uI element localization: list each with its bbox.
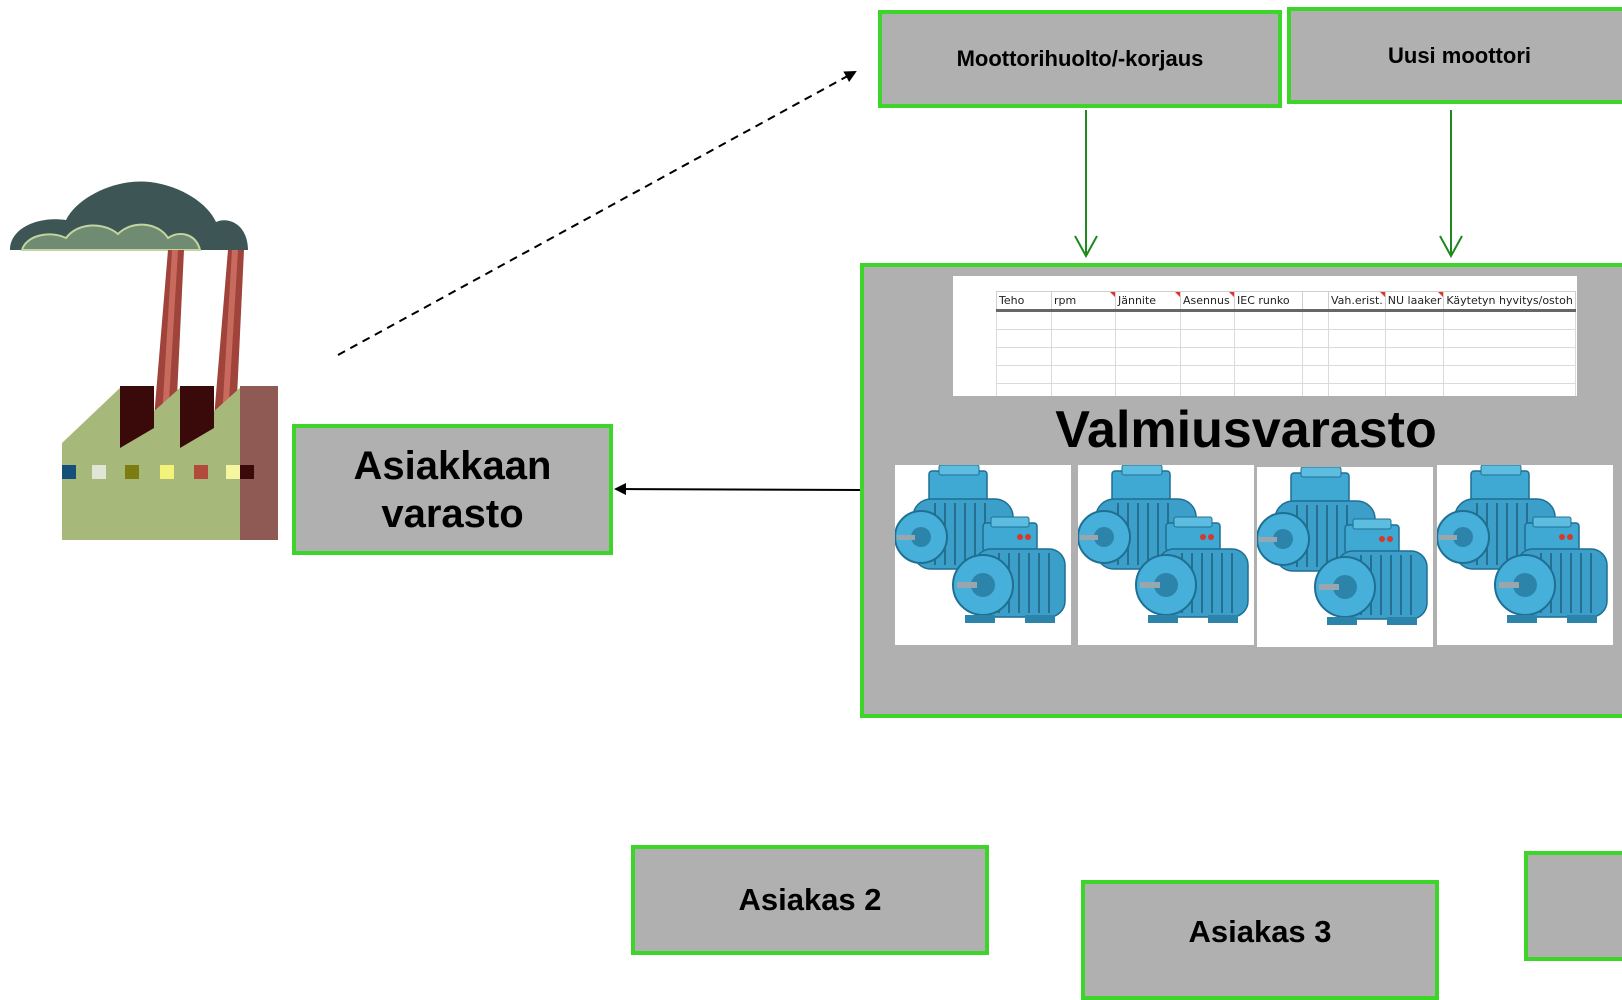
new-motor-box: Uusi moottori <box>1287 7 1622 104</box>
ready-store-box: Teho rpm Jännite Asennus IEC runko Vah.e… <box>860 263 1622 718</box>
sheet-row <box>996 347 1576 366</box>
customer4-box <box>1524 851 1622 961</box>
sheet-header: Vah.erist. <box>1328 291 1386 312</box>
sheet-row <box>996 383 1576 396</box>
customer3-label: Asiakas 3 <box>1188 914 1332 949</box>
sheet-header: Teho <box>996 291 1052 312</box>
customer2-box: Asiakas 2 <box>631 845 989 955</box>
electric-motor-icon <box>1257 467 1428 625</box>
ready-store-title: Valmiusvarasto <box>1055 401 1437 459</box>
arrow-repair-to-ready <box>1074 110 1098 259</box>
motor-image <box>1078 465 1254 645</box>
customer-store-label: Asiakkaan varasto <box>353 443 552 536</box>
sheet-header: Jännite <box>1115 291 1181 312</box>
repair-label: Moottorihuolto/-korjaus <box>956 46 1204 71</box>
sheet-row <box>996 310 1576 330</box>
sheet-header: NU laaker <box>1384 291 1445 312</box>
arrow-new-to-ready <box>1439 110 1463 259</box>
electric-motor-icon <box>895 465 1066 623</box>
sheet-row <box>996 365 1576 384</box>
customer-store-box: Asiakkaan varasto <box>292 424 613 555</box>
customer2-label: Asiakas 2 <box>738 882 882 917</box>
sheet-header <box>1302 291 1329 312</box>
sheet-header: rpm <box>1051 291 1116 312</box>
spreadsheet-table: Teho rpm Jännite Asennus IEC runko Vah.e… <box>996 291 1576 396</box>
motor-image <box>895 465 1071 645</box>
sheet-header: Käytetyn hyvitys/ostoh <box>1443 291 1576 312</box>
motor-image <box>1257 467 1433 647</box>
repair-box: Moottorihuolto/-korjaus <box>878 10 1282 108</box>
customer3-box: Asiakas 3 <box>1081 880 1439 1000</box>
new-motor-label: Uusi moottori <box>1388 42 1531 68</box>
factory-icon <box>10 181 278 540</box>
electric-motor-icon <box>1078 465 1249 623</box>
sheet-header: IEC runko <box>1234 291 1303 312</box>
electric-motor-icon <box>1437 465 1608 623</box>
sheet-row <box>996 329 1576 348</box>
arrow-to-customer-store <box>614 483 863 496</box>
sheet-header: Asennus <box>1180 291 1235 312</box>
motor-image <box>1437 465 1613 645</box>
spreadsheet: Teho rpm Jännite Asennus IEC runko Vah.e… <box>953 276 1577 396</box>
motor-gallery <box>895 465 1615 647</box>
dashed-arrow-to-repair <box>337 71 857 356</box>
